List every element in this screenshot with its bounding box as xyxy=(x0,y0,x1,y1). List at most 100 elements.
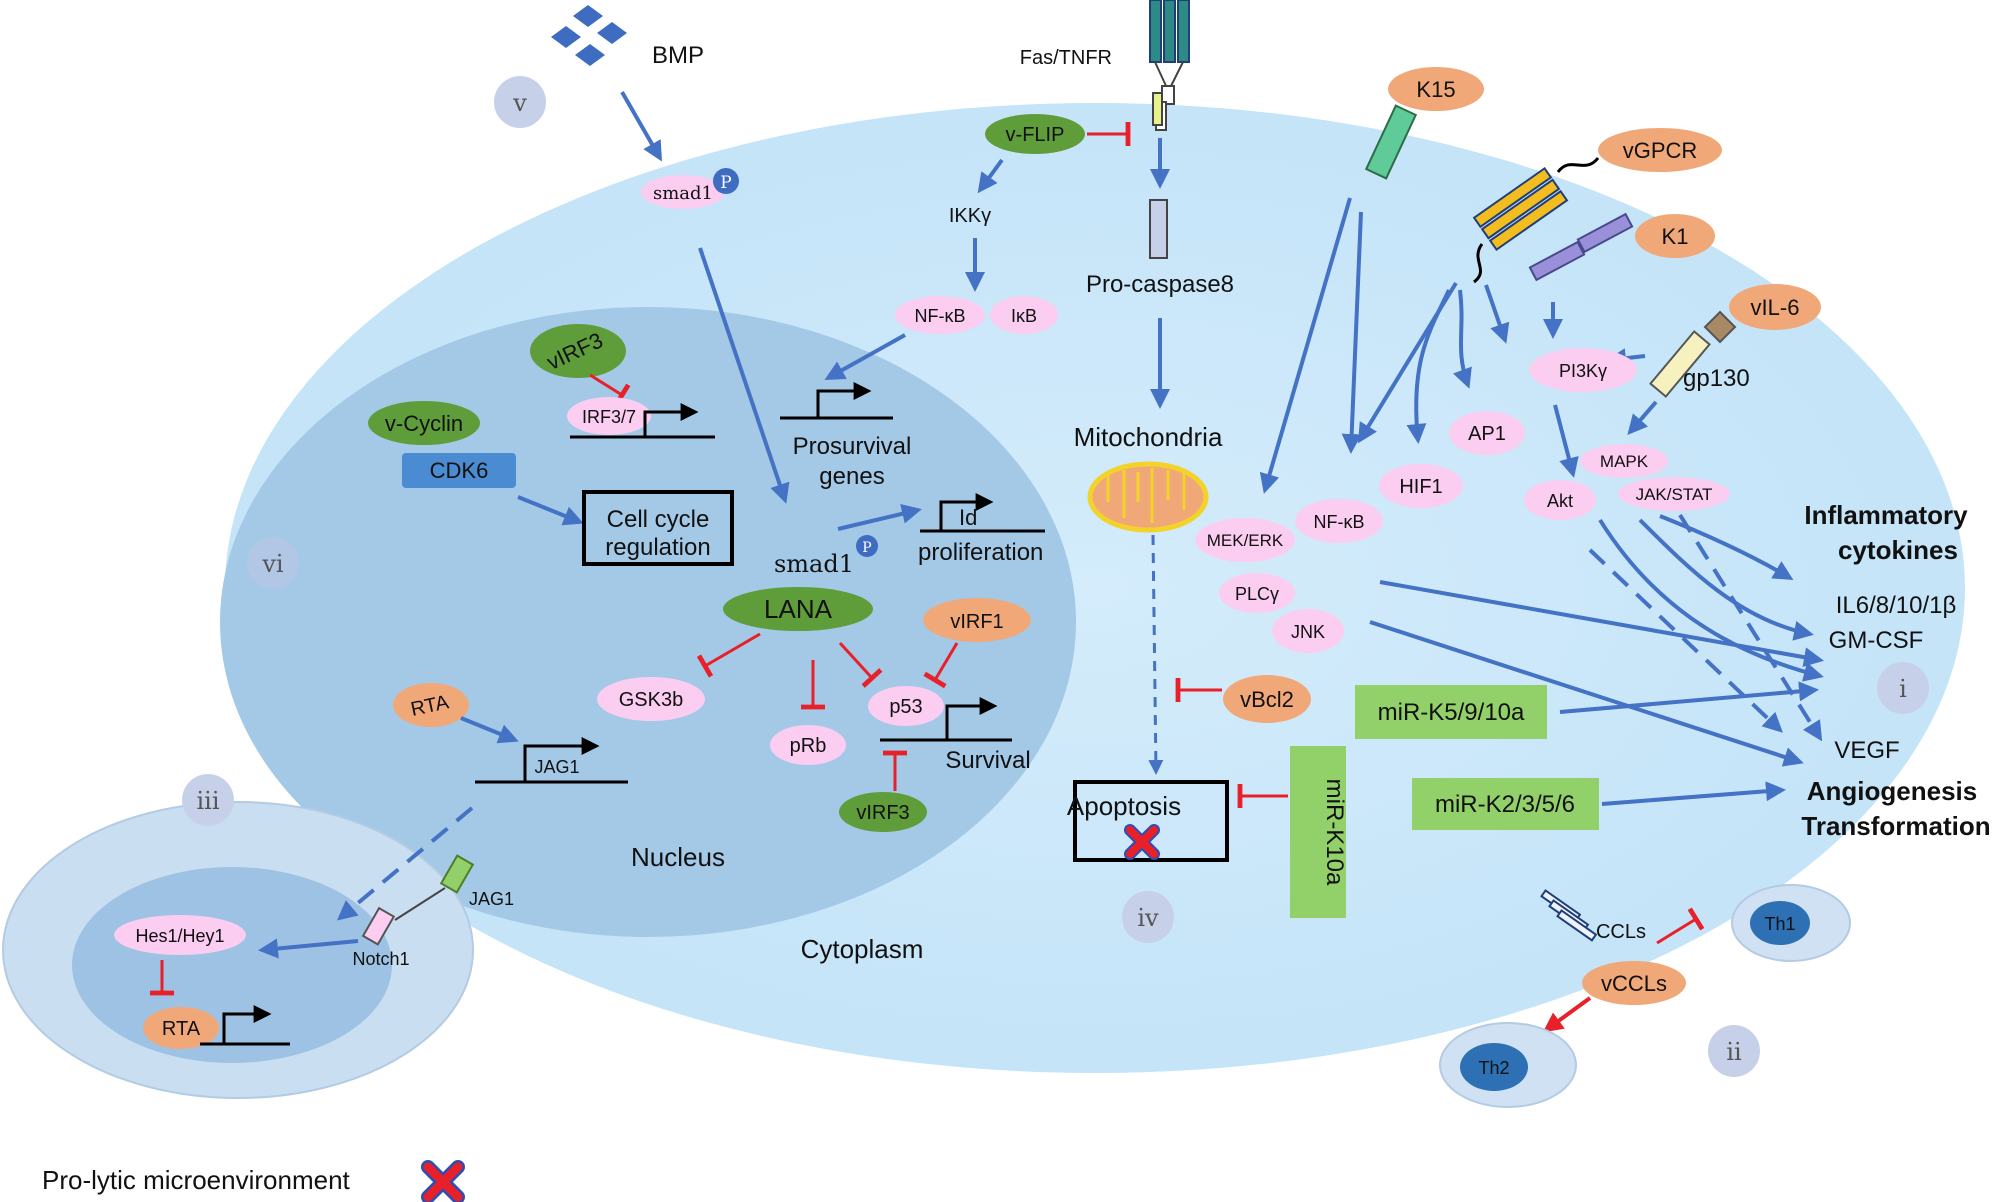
svg-text:JAK/STAT: JAK/STAT xyxy=(1636,485,1713,504)
phospho-icon: P xyxy=(713,168,739,194)
svg-text:AP1: AP1 xyxy=(1468,423,1506,445)
svg-text:vBcl2: vBcl2 xyxy=(1240,687,1294,712)
mekerk-node xyxy=(1195,518,1295,562)
svg-text:PI3Kγ: PI3Kγ xyxy=(1559,361,1607,381)
cytoplasm-label: Cytoplasm xyxy=(801,934,924,964)
lana-node xyxy=(723,587,873,631)
svg-text:vCCLs: vCCLs xyxy=(1601,971,1667,996)
mirk2356-box: miR-K2/3/5/6 xyxy=(1412,778,1599,830)
virf1-node xyxy=(923,598,1031,642)
jag1-gene xyxy=(475,737,628,784)
svg-text:vGPCR: vGPCR xyxy=(1623,138,1698,163)
svg-text:NF-κB: NF-κB xyxy=(915,306,966,326)
vgpcr-node xyxy=(1598,128,1722,172)
svg-text:miR-K2/3/5/6: miR-K2/3/5/6 xyxy=(1435,791,1575,818)
svg-text:v: v xyxy=(512,89,527,117)
jag1-nuc-label: JAG1 xyxy=(534,757,579,777)
jnk-node xyxy=(1272,609,1344,653)
svg-text:P: P xyxy=(720,173,731,193)
mitochondria-label: Mitochondria xyxy=(1074,422,1223,452)
smad1-nuc-label: smad1 xyxy=(774,550,854,578)
procaspase8-label: Pro-caspase8 xyxy=(1086,271,1234,298)
svg-text:JNK: JNK xyxy=(1291,622,1325,642)
k15-node xyxy=(1388,67,1484,111)
prolytic-x-icon xyxy=(421,1160,465,1202)
survival-label: Survival xyxy=(945,747,1030,774)
nfkb2-node xyxy=(1295,499,1383,543)
apoptosis-box: Apoptosis xyxy=(1067,780,1229,862)
hif1-node xyxy=(1379,464,1463,508)
svg-text:CDK6: CDK6 xyxy=(430,458,489,483)
cell-cycle-box: Cell cycle regulation xyxy=(582,490,734,566)
procaspase8-icon xyxy=(1149,199,1168,259)
k15-receptor-icon xyxy=(1364,104,1418,180)
svg-text:iii: iii xyxy=(196,787,219,815)
roman-vi: vi xyxy=(247,537,299,589)
vflip-node xyxy=(985,114,1085,154)
vbcl2-node xyxy=(1223,675,1311,723)
id-label: Id xyxy=(959,505,977,530)
inflammatory-label-2: cytokines xyxy=(1838,535,1958,565)
vccls-node xyxy=(1582,961,1686,1005)
jakstat-node xyxy=(1618,477,1730,511)
bmp-ligand-icon xyxy=(551,5,627,66)
gmcsf-label: GM-CSF xyxy=(1829,627,1924,654)
svg-text:GSK3b: GSK3b xyxy=(619,689,683,711)
plcg-node xyxy=(1219,573,1295,613)
svg-text:pRb: pRb xyxy=(790,735,827,757)
gp130-label: gp130 xyxy=(1683,365,1750,392)
p53-node xyxy=(868,686,944,726)
svg-text:HIF1: HIF1 xyxy=(1399,476,1442,498)
ap1-node xyxy=(1449,411,1525,455)
svg-text:Akt: Akt xyxy=(1547,491,1573,511)
notch1-label: Notch1 xyxy=(352,949,409,969)
svg-text:iv: iv xyxy=(1137,904,1159,932)
svg-text:NF-κB: NF-κB xyxy=(1314,512,1365,532)
svg-text:K15: K15 xyxy=(1416,77,1455,102)
gsk3b-node xyxy=(597,677,705,721)
fas-tnfr-label: Fas/TNFR xyxy=(1020,47,1112,69)
th1-cell: Th1 xyxy=(1731,884,1851,962)
neighbor-nucleus xyxy=(72,867,392,1063)
irf37-gene xyxy=(570,403,715,439)
k1-receptor-icon xyxy=(1528,212,1634,282)
virf3-top-node xyxy=(530,324,626,378)
inflammatory-label-1: Inflammatory xyxy=(1804,500,1968,530)
irf37-node xyxy=(567,397,651,435)
roman-iii: iii xyxy=(182,774,234,826)
vgpcr-receptor-icon xyxy=(1472,166,1569,252)
phospho-nuc-icon: P xyxy=(856,535,878,557)
smad1-cyto xyxy=(641,175,725,209)
prosurvival-label-2: genes xyxy=(819,463,884,490)
svg-text:v-Cyclin: v-Cyclin xyxy=(385,411,463,436)
vil6-ligand-icon xyxy=(1703,310,1737,344)
svg-text:MAPK: MAPK xyxy=(1600,452,1649,471)
roman-v: v xyxy=(494,76,546,128)
proliferation-label: proliferation xyxy=(918,539,1043,566)
roman-ii: ii xyxy=(1708,1025,1760,1077)
vil6-node xyxy=(1729,284,1821,330)
svg-text:v-FLIP: v-FLIP xyxy=(1006,124,1065,146)
svg-text:LANA: LANA xyxy=(764,594,833,624)
mirk5910a-box: miR-K5/9/10a xyxy=(1355,685,1547,739)
ikb-node xyxy=(990,296,1058,334)
svg-text:regulation: regulation xyxy=(605,534,710,561)
svg-text:Th2: Th2 xyxy=(1478,1058,1509,1078)
hes1hey1-node xyxy=(114,915,246,955)
mitochondria-icon xyxy=(1087,461,1209,533)
il-label: IL6/8/10/1β xyxy=(1836,592,1957,619)
svg-text:ii: ii xyxy=(1726,1038,1742,1066)
vegf-label: VEGF xyxy=(1834,737,1899,764)
svg-text:i: i xyxy=(1899,675,1907,703)
svg-text:RTA: RTA xyxy=(162,1018,201,1040)
prolytic-label: Pro-lytic microenvironment xyxy=(42,1165,351,1195)
nfkb-node xyxy=(895,296,985,334)
svg-text:Hes1/Hey1: Hes1/Hey1 xyxy=(135,926,224,946)
mirk10a-box: miR-K10a xyxy=(1290,746,1348,918)
svg-text:P: P xyxy=(862,540,871,556)
svg-text:miR-K5/9/10a: miR-K5/9/10a xyxy=(1378,699,1525,726)
svg-text:IκB: IκB xyxy=(1011,306,1037,326)
svg-text:smad1: smad1 xyxy=(653,183,713,204)
svg-text:MEK/ERK: MEK/ERK xyxy=(1207,531,1284,550)
